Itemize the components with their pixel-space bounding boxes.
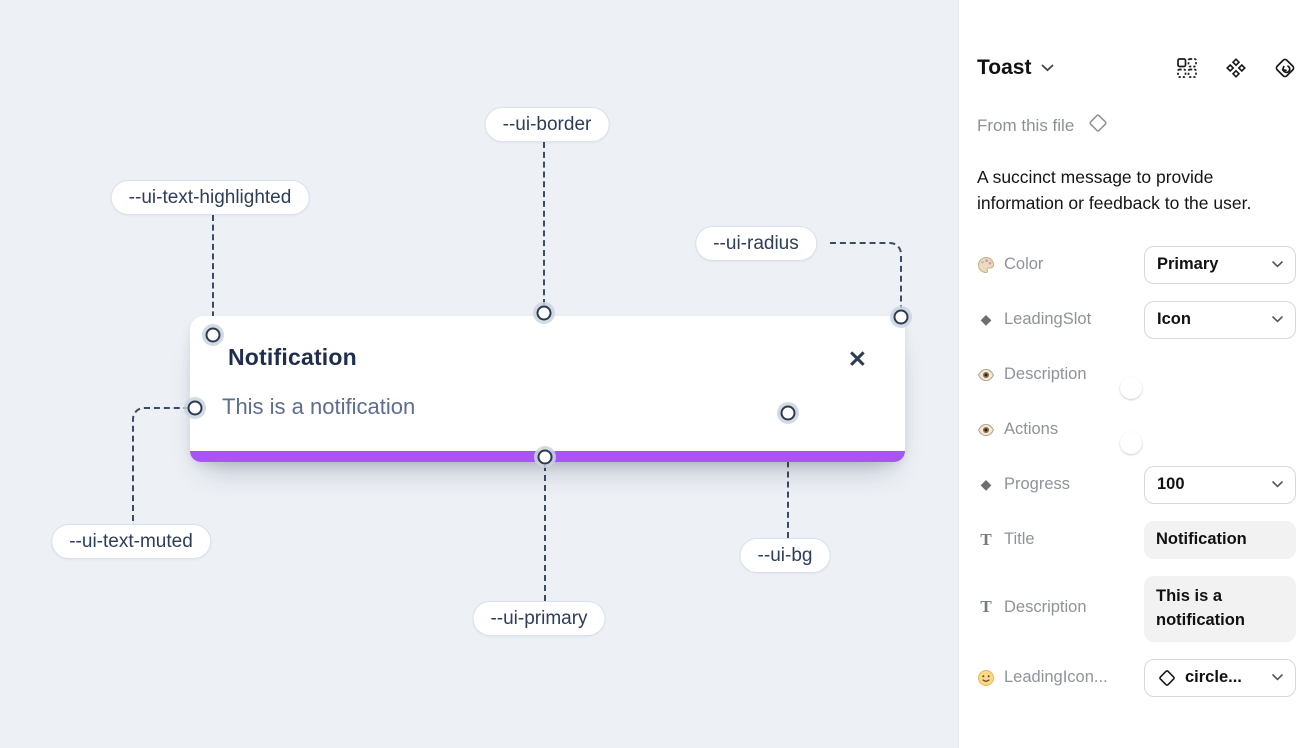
source-label: From this file [977,115,1075,135]
source-row: From this file [977,111,1296,140]
toggle-knob [1120,376,1142,399]
prop-row-description-text: T Description This is a notification [977,575,1296,642]
anchor-dot-primary[interactable] [537,449,553,465]
leadingslot-select[interactable]: Icon [1144,300,1296,339]
select-value: 100 [1157,475,1185,493]
diamond-icon: ◆ [980,476,992,492]
connector-line-primary [544,465,546,601]
prop-row-leadingslot: ◆ LeadingSlot Icon [977,300,1296,339]
panel-header: Toast [977,56,1296,80]
prop-row-title: T Title Notification [977,520,1296,559]
anchor-dot-bg[interactable] [780,405,796,421]
component-title: Toast [977,56,1032,79]
prop-row-description-toggle: Description [977,356,1296,399]
prop-label-text: Title [1004,530,1035,548]
connector-line-text-muted [132,407,188,524]
prop-row-color: Color Primary [977,245,1296,284]
anchor-dot-radius[interactable] [893,309,909,325]
diamond-icon: ◆ [980,311,992,327]
prop-label-text: Description [1004,365,1087,383]
prop-row-leadingicon: LeadingIcon... circle... [977,658,1296,697]
var-label-ui-bg[interactable]: --ui-bg [739,538,831,573]
connector-line-bg [787,421,789,538]
connector-line-border [543,142,545,305]
diamond-outline-icon [1086,111,1110,140]
grid-icon[interactable] [1176,57,1198,79]
var-label-ui-primary[interactable]: --ui-primary [472,601,606,636]
toast-component[interactable]: Notification This is a notification ✕ [190,316,905,462]
text-icon: T [980,597,992,616]
anchor-dot-text-muted[interactable] [187,400,203,416]
connector-line-text-highlighted [212,215,214,327]
eye-icon [977,421,995,439]
var-label-ui-text-muted[interactable]: --ui-text-muted [51,524,211,559]
chevron-down-icon[interactable] [1041,64,1054,72]
properties-list: Color Primary ◆ LeadingSlot Icon [977,245,1296,697]
chevron-down-icon [1272,481,1283,488]
progress-select[interactable]: 100 [1144,465,1296,504]
description-field[interactable]: This is a notification [1144,575,1296,642]
select-value: circle... [1185,668,1242,686]
select-value: Icon [1157,310,1191,328]
color-select[interactable]: Primary [1144,245,1296,284]
palette-icon [977,256,995,274]
var-label-ui-border[interactable]: --ui-border [484,107,610,142]
prop-label-text: Progress [1004,475,1071,493]
prop-label-text: Description [1004,597,1087,616]
diamond-outline-icon [1157,668,1177,688]
text-icon: T [980,529,992,549]
prop-row-actions-toggle: Actions [977,411,1296,454]
chevron-down-icon [1272,316,1283,323]
prop-label-text: LeadingIcon... [1004,668,1108,686]
anchor-dot-border[interactable] [536,305,552,321]
leadingicon-select[interactable]: circle... [1144,658,1296,697]
prop-row-progress: ◆ Progress 100 [977,465,1296,504]
component-description: A succinct message to provide informatio… [977,167,1252,214]
connector-line-radius [830,242,902,308]
toggle-knob [1120,431,1142,454]
toast-description: This is a notification [222,394,416,419]
var-label-ui-radius[interactable]: --ui-radius [695,226,817,261]
close-icon[interactable]: ✕ [847,346,867,372]
chevron-down-icon [1272,261,1283,268]
prop-label-text: Color [1004,255,1044,273]
design-canvas[interactable]: Notification This is a notification ✕ --… [0,0,958,748]
select-value: Primary [1157,255,1219,273]
eye-icon [977,366,995,384]
smiley-icon [977,669,995,687]
var-label-ui-text-highlighted[interactable]: --ui-text-highlighted [110,180,310,215]
component-icon[interactable] [1225,57,1247,79]
go-to-main-component-icon[interactable] [1274,57,1296,79]
panel-toolbar [1176,57,1296,79]
prop-label-text: LeadingSlot [1004,310,1092,328]
title-field[interactable]: Notification [1144,520,1296,559]
anchor-dot-text-highlighted[interactable] [205,327,221,343]
properties-panel: Toast [958,0,1312,748]
prop-label-text: Actions [1004,420,1059,438]
chevron-down-icon [1272,674,1283,681]
toast-title: Notification [228,344,357,370]
